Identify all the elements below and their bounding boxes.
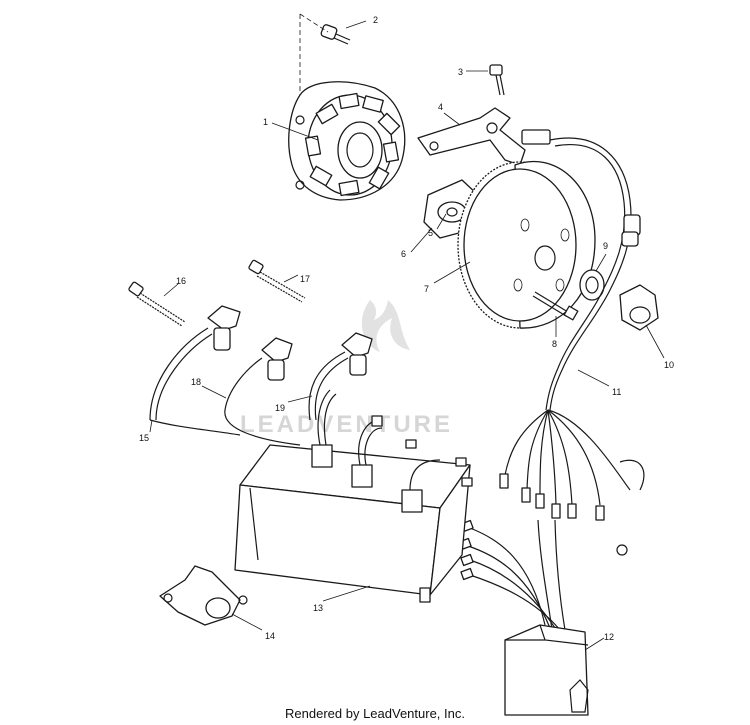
harness-11 <box>499 137 645 556</box>
callout-19: 19 <box>275 403 285 413</box>
leader-lines <box>149 20 665 651</box>
callout-16: 16 <box>176 276 186 286</box>
screw-2 <box>320 24 351 45</box>
callout-18: 18 <box>191 377 201 387</box>
callout-12: 12 <box>604 632 614 642</box>
cdi-box-13 <box>234 389 473 603</box>
callout-9: 9 <box>603 241 608 251</box>
flywheel-7 <box>457 160 596 329</box>
callout-14: 14 <box>265 631 275 641</box>
screw-16 <box>128 281 186 327</box>
callout-3: 3 <box>458 67 463 77</box>
nut-10 <box>619 284 659 331</box>
dash-line-2b <box>299 13 329 33</box>
callout-13: 13 <box>313 603 323 613</box>
plug-lead-15 <box>149 305 241 436</box>
callout-5: 5 <box>428 228 433 238</box>
washer-9 <box>579 269 605 301</box>
plug-lead-19 <box>308 332 373 421</box>
callout-7: 7 <box>424 284 429 294</box>
callout-8: 8 <box>552 339 557 349</box>
plug-lead-18 <box>224 337 301 446</box>
callout-17: 17 <box>300 274 310 284</box>
callout-6: 6 <box>401 249 406 259</box>
callout-10: 10 <box>664 360 674 370</box>
bolt-8 <box>532 291 579 321</box>
callout-4: 4 <box>438 102 443 112</box>
bracket-4 <box>417 107 551 166</box>
screw-17 <box>248 259 306 303</box>
callout-labels: 1 2 3 4 5 6 7 8 9 10 11 12 13 14 15 16 1… <box>139 15 674 642</box>
callout-1: 1 <box>263 117 268 127</box>
watermark: LEADVENTURE <box>240 300 453 438</box>
stator-1 <box>288 81 406 201</box>
watermark-text: LEADVENTURE <box>240 411 453 438</box>
callout-15: 15 <box>139 433 149 443</box>
connector-12 <box>458 519 589 716</box>
sensor-14 <box>159 565 248 626</box>
footer-credit: Rendered by LeadVenture, Inc. <box>285 706 465 721</box>
callout-11: 11 <box>612 387 621 397</box>
callout-2: 2 <box>373 15 378 25</box>
screw-3 <box>489 64 505 96</box>
